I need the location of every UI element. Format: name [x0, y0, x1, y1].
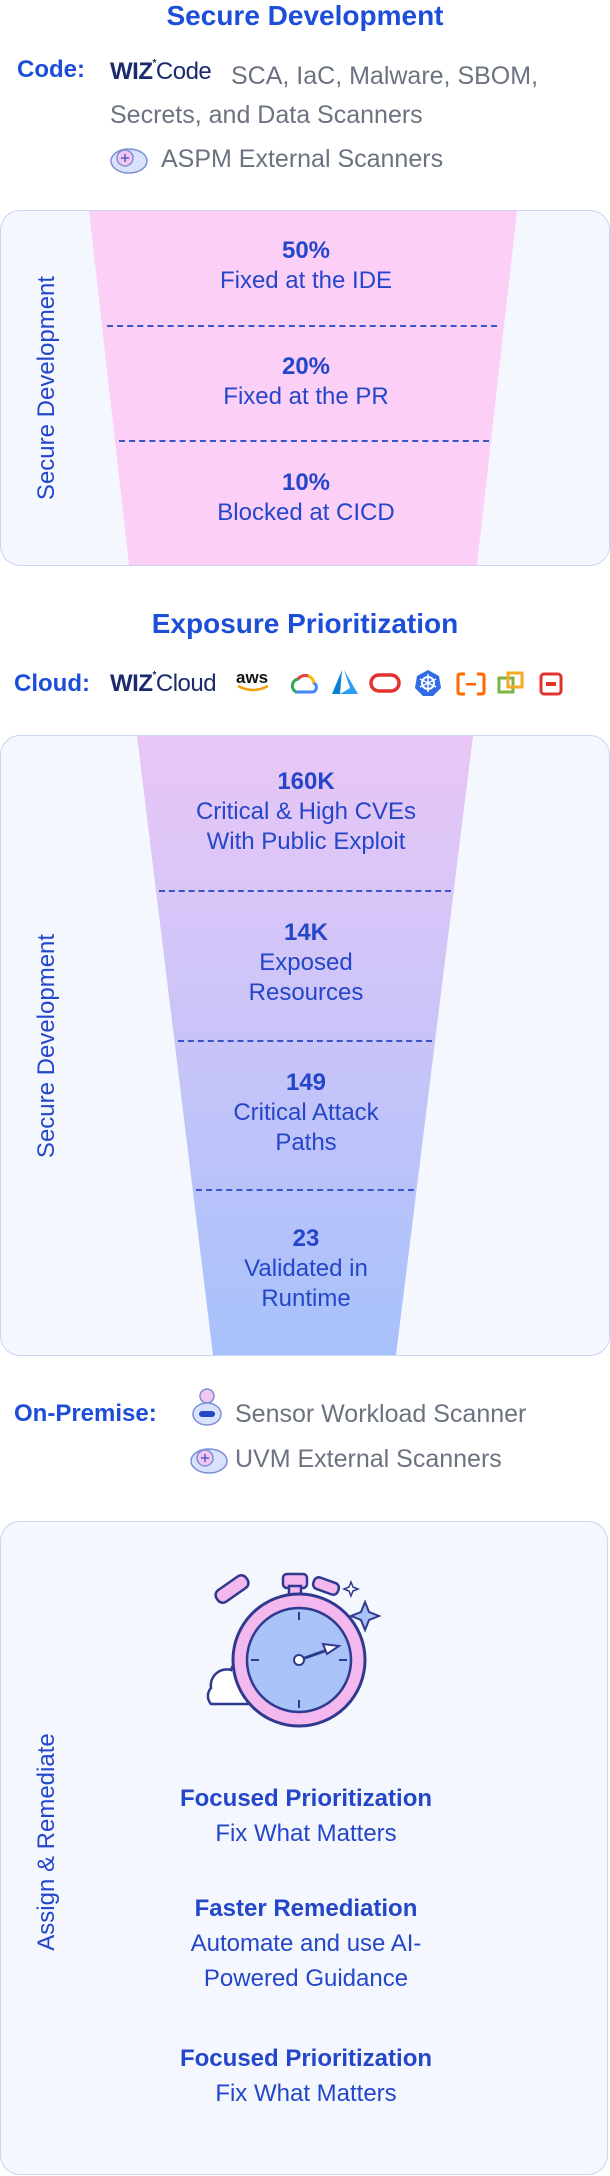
aspm-external-scanners: ASPM External Scanners [161, 145, 444, 173]
funnel-divider [196, 1189, 414, 1191]
uvm-external-scanners: UVM External Scanners [235, 1445, 502, 1473]
wiz-brand-text: WIZ [110, 58, 153, 85]
feature-text: Fix What Matters [215, 2080, 397, 2107]
feature-title: Faster Remediation [194, 1895, 418, 1922]
funnel-divider [178, 1040, 432, 1042]
exposure-funnel-panel: Secure Development 160K Critical & High … [0, 735, 610, 1356]
feature-text: Powered Guidance [203, 1965, 409, 1992]
scanners-line-1: SCA, IaC, Malware, SBOM, [231, 62, 539, 90]
stage-label: Critical Attack [233, 1099, 379, 1126]
funnel-stage-runtime: 23 Validated in Runtime [1, 1224, 609, 1314]
code-brand-text: Code [155, 58, 212, 85]
stage-label: Fixed at the PR [223, 383, 389, 410]
openshift-icon [539, 672, 563, 696]
exposure-prioritization-title: Exposure Prioritization [151, 608, 459, 639]
funnel-divider [159, 890, 451, 892]
stage-value: 50% [281, 237, 331, 264]
feature-title: Focused Prioritization [179, 2045, 433, 2072]
funnel-stage-cves: 160K Critical & High CVEs With Public Ex… [1, 767, 609, 857]
feature-focused-prioritization-2: Focused Prioritization Fix What Matters [1, 2041, 607, 2111]
stage-value: 149 [285, 1069, 327, 1096]
cloud-label: Cloud: [14, 670, 90, 697]
stopwatch-icon [206, 1572, 382, 1728]
alibaba-cloud-icon [456, 672, 486, 696]
uvm-scanner-icon [190, 1448, 228, 1474]
stage-label: Validated in [244, 1255, 368, 1282]
stage-label: Fixed at the IDE [219, 267, 393, 294]
wiz-cloud-brand: WIZ*Cloud [110, 670, 217, 697]
stage-label: Critical & High CVEs [195, 798, 417, 825]
funnel-divider [107, 325, 497, 327]
stage-value: 20% [281, 353, 331, 380]
cloud-brand-text: Cloud [155, 670, 217, 697]
aws-logo-text: aws [236, 668, 269, 687]
feature-focused-prioritization: Focused Prioritization Fix What Matters [1, 1781, 607, 1851]
funnel-divider [119, 440, 489, 442]
on-premise-label: On-Premise: [14, 1400, 157, 1427]
feature-title: Focused Prioritization [179, 1785, 433, 1812]
feature-text: Fix What Matters [215, 1820, 397, 1847]
kubernetes-icon [415, 670, 441, 696]
funnel-stage-ide: 50% Fixed at the IDE [1, 236, 609, 296]
secure-development-funnel-panel: Secure Development 50% Fixed at the IDE … [0, 210, 610, 566]
secure-development-funnel [89, 211, 517, 565]
scanners-line-2: Secrets, and Data Scanners [110, 101, 423, 129]
stage-label: Exposed [259, 949, 353, 976]
stage-value: 23 [292, 1225, 320, 1252]
stage-value: 160K [277, 768, 335, 795]
stage-label: Blocked at CICD [217, 499, 395, 526]
stage-value: 14K [283, 919, 329, 946]
stage-label: Paths [275, 1129, 337, 1156]
funnel-stage-cicd: 10% Blocked at CICD [1, 468, 609, 528]
aspm-scanner-icon [110, 148, 148, 174]
code-label: Code: [17, 56, 85, 83]
stage-label: Resources [248, 979, 364, 1006]
feature-faster-remediation: Faster Remediation Automate and use AI- … [1, 1891, 607, 1996]
wiz-code-brand: WIZ*Code [110, 58, 212, 85]
funnel-stage-exposed: 14K Exposed Resources [1, 918, 609, 1008]
sensor-icon [192, 1388, 222, 1426]
wiz-brand-text: WIZ [110, 670, 153, 697]
gcp-icon [290, 674, 318, 694]
oracle-cloud-icon [369, 673, 401, 693]
feature-text: Automate and use AI- [190, 1930, 422, 1957]
assign-remediate-panel: Assign & Remediate Focused Prioritizatio… [0, 1521, 608, 2175]
aws-smile-icon [237, 684, 269, 692]
stage-label: With Public Exploit [206, 828, 406, 855]
azure-icon [332, 670, 358, 694]
funnel-stage-attack-paths: 149 Critical Attack Paths [1, 1068, 609, 1158]
funnel-stage-pr: 20% Fixed at the PR [1, 352, 609, 412]
sensor-workload-scanner: Sensor Workload Scanner [235, 1400, 527, 1428]
stage-label: Runtime [261, 1285, 351, 1312]
aws-logo: aws [236, 668, 270, 692]
secure-development-title: Secure Development [166, 0, 444, 31]
stage-value: 10% [281, 469, 331, 496]
vmware-icon [497, 671, 524, 694]
